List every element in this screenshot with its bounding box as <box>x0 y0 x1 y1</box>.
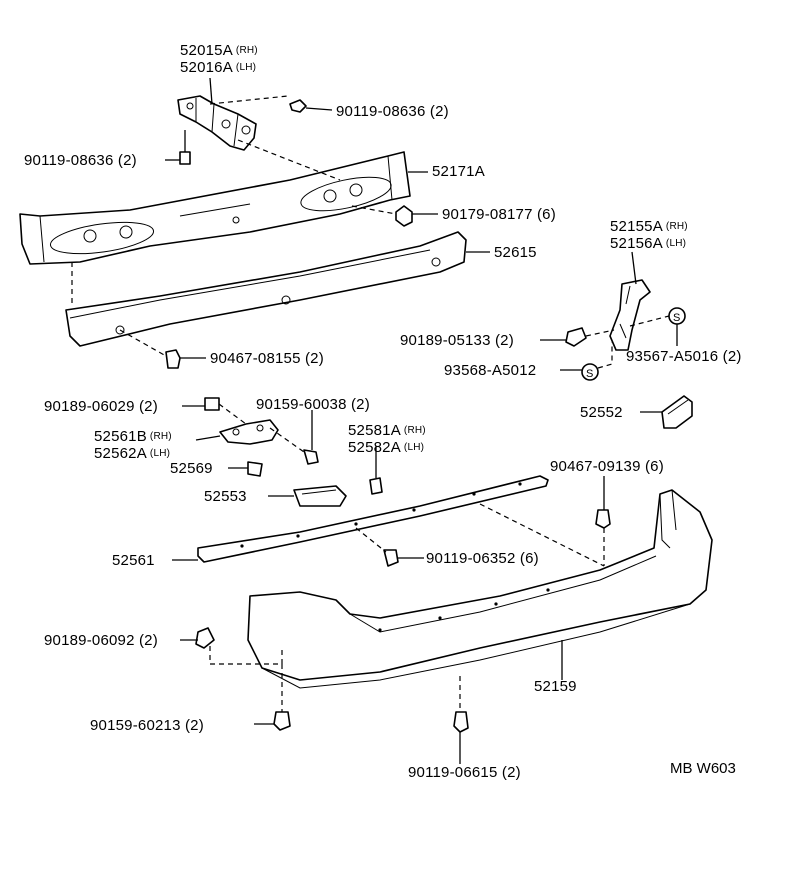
clip-mid-part <box>540 327 615 347</box>
callout-pad-52553: 52553 <box>204 488 247 505</box>
screw-retainer-parts: S S <box>560 307 686 381</box>
callout-screw-absorber: 90467-08155 (2) <box>210 350 324 367</box>
callout-bolt-lower-center: 90119-06615 (2) <box>408 764 521 781</box>
side-tag: (LH) <box>403 442 425 453</box>
callout-upper-bracket: 52015A(RH) 52016A(LH) <box>180 42 258 76</box>
side-tag: (RH) <box>149 431 172 442</box>
pad-52569-part <box>228 461 263 477</box>
callout-clip-lower-left: 90189-06092 (2) <box>44 632 158 649</box>
part-number: 52582A <box>348 439 401 456</box>
callout-piece-right: 52581A(RH) 52582A(LH) <box>348 422 426 456</box>
bumper-cover-part <box>247 489 713 689</box>
bolt-top-left-part <box>165 130 191 165</box>
piece-right-part <box>369 446 383 495</box>
callout-clip-rivet: 90467-09139 (6) <box>550 458 664 475</box>
side-retainer-part <box>609 251 651 351</box>
lower-stay-part <box>195 419 279 445</box>
callout-reinforcement: 52171A <box>432 163 485 180</box>
diagram-code: MB W603 <box>670 760 736 777</box>
upper-bracket-part <box>177 77 257 151</box>
absorber-part <box>65 231 490 347</box>
moulding-part <box>172 475 549 563</box>
svg-text:S: S <box>673 312 680 324</box>
screw-absorber-part <box>119 329 206 369</box>
callout-bolt-stay: 90159-60038 (2) <box>256 396 370 413</box>
bolt-stay-part <box>269 410 319 465</box>
part-number: 52581A <box>348 422 401 439</box>
callout-pad-52552: 52552 <box>580 404 623 421</box>
reinforcement-part <box>19 151 428 265</box>
callout-clip-left: 90189-06029 (2) <box>44 398 158 415</box>
side-tag: (RH) <box>235 45 258 56</box>
nut-upper-part <box>351 205 438 227</box>
callout-bolt-top-left: 90119-08636 (2) <box>24 152 137 169</box>
callout-pad-52569: 52569 <box>170 460 213 477</box>
part-number: 52561B <box>94 428 147 445</box>
callout-screw-retainer-left: 93568-A5012 <box>444 362 537 379</box>
pad-52552-part <box>640 395 693 429</box>
side-tag: (LH) <box>235 62 257 73</box>
svg-text:S: S <box>586 368 593 380</box>
callout-side-retainer: 52155A(RH) 52156A(LH) <box>610 218 688 252</box>
callout-absorber: 52615 <box>494 244 537 261</box>
callout-moulding: 52561 <box>112 552 155 569</box>
clip-rivet-part <box>595 476 611 566</box>
part-number: 52156A <box>610 235 663 252</box>
callout-bolt-moulding: 90119-06352 (6) <box>426 550 539 567</box>
callout-nut-upper: 90179-08177 (6) <box>442 206 556 223</box>
side-tag: (LH) <box>665 238 687 249</box>
part-number: 52015A <box>180 42 233 59</box>
callout-lower-stay: 52561B(RH) 52562A(LH) <box>94 428 172 462</box>
part-number: 52155A <box>610 218 663 235</box>
clip-left-part <box>182 397 247 425</box>
side-tag: (RH) <box>403 425 426 436</box>
side-tag: (LH) <box>149 448 171 459</box>
bolt-lower-center-part <box>453 676 469 764</box>
callout-bolt-lower-left: 90159-60213 (2) <box>90 717 204 734</box>
part-number: 52016A <box>180 59 233 76</box>
side-tag: (RH) <box>665 221 688 232</box>
clip-lower-left-part <box>180 627 283 712</box>
callout-bolt-top-right: 90119-08636 (2) <box>336 103 449 120</box>
bolt-top-right-part <box>209 95 333 113</box>
callout-bumper-cover: 52159 <box>534 678 577 695</box>
callout-clip-mid: 90189-05133 (2) <box>400 332 514 349</box>
callout-screw-retainer-right: 93567-A5016 (2) <box>626 348 742 365</box>
bolt-moulding-part <box>355 527 424 567</box>
part-number: 52562A <box>94 445 147 462</box>
pad-52553-part <box>268 485 347 507</box>
bolt-lower-left-part <box>254 711 291 731</box>
